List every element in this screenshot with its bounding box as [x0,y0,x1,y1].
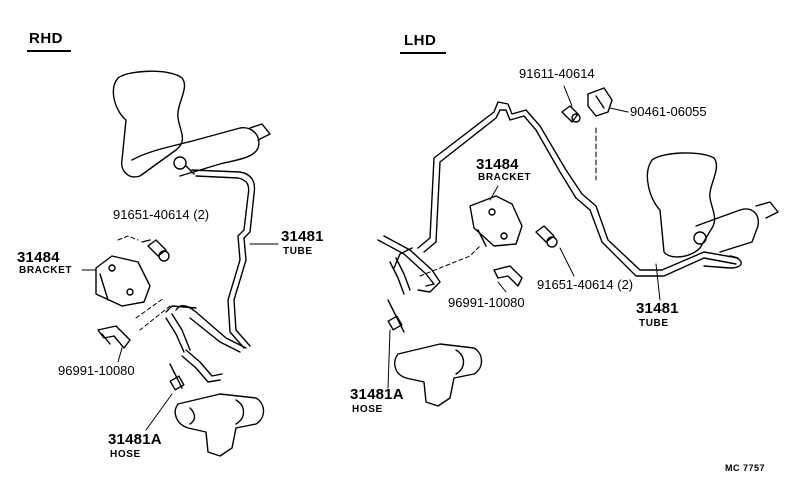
lhd-header: LHD [404,32,437,49]
lhd-wheel-cylinder [394,343,483,407]
lhd-bolt-91651 [535,225,558,248]
rhd-hose-part-number: 31481A [108,431,162,448]
lhd-bracket-31484 [469,195,523,247]
lhd-clamp-part-number: 90461-06055 [630,104,707,119]
rhd-bracket-31484 [95,255,151,307]
lhd-hose-31481a [387,257,411,333]
rhd-bolt [141,239,170,262]
lhd-tube-part-number: 31481 [636,300,679,317]
lhd-clamp-90461 [587,87,613,117]
lhd-leader-lines [387,85,661,389]
rhd-master-cylinder [112,70,271,178]
lhd-bracket-part-number: 31484 [476,156,519,173]
lhd-hose-part-number: 31481A [350,386,404,403]
rhd-wheel-cylinder [174,393,265,457]
lhd-tube-label: TUBE [639,318,669,329]
lhd-master-cylinder [646,152,779,258]
lhd-tube-31481 [377,101,742,293]
lhd-bracket-label: BRACKET [478,172,532,183]
rhd-tube-part-number: 31481 [281,228,324,245]
rhd-bracket-part-number: 31484 [17,249,60,266]
rhd-clip-part-number: 96991-10080 [58,363,135,378]
rhd-tube-31481 [165,169,256,383]
lhd-hose-label: HOSE [352,404,383,415]
rhd-header-underline [27,50,71,52]
lhd-bolt-91611-part-number: 91611-40614 [519,66,595,81]
rhd-hose-label: HOSE [110,449,141,460]
rhd-clip-96991 [97,325,131,349]
lhd-clip-part-number: 96991-10080 [448,295,525,310]
lhd-bolt-91651-part-number: 91651-40614 (2) [537,277,634,292]
rhd-bolt-part-number: 91651-40614 (2) [113,207,210,222]
rhd-bracket-label: BRACKET [19,265,73,276]
rhd-header: RHD [29,30,63,47]
lhd-clip-96991 [493,265,523,287]
rhd-tube-label: TUBE [283,246,313,257]
lhd-header-underline [400,52,446,54]
rhd-hose-31481a [165,313,191,391]
lhd-bolt-91611 [561,105,581,123]
reference-code: MC 7757 [725,463,766,473]
rhd-leader-lines [81,235,279,431]
